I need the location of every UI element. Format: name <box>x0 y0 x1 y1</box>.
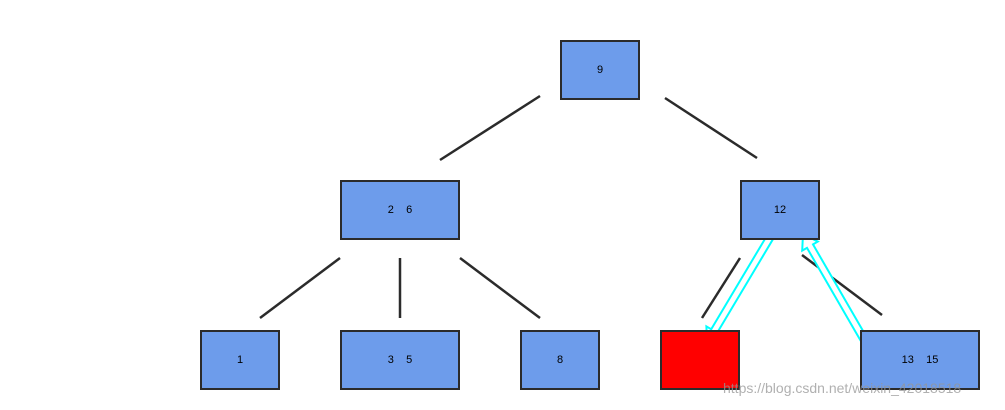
node-label: 8 <box>556 354 564 366</box>
edge-n2-6-n1 <box>259 257 341 319</box>
node-label: 3 5 <box>387 354 413 366</box>
tree-node: 1 <box>200 330 280 390</box>
node-label: 12 <box>773 204 787 216</box>
edge-n2-6-n8 <box>459 257 541 319</box>
watermark: https://blog.csdn.net/weixin_42018518 <box>723 380 962 396</box>
tree-node: 2 6 <box>340 180 460 240</box>
node-label: 2 6 <box>387 204 413 216</box>
node-label: 13 15 <box>901 354 939 366</box>
edge-n12-n-empty <box>700 257 742 319</box>
tree-node: 8 <box>520 330 600 390</box>
tree-edges <box>259 94 883 319</box>
tree-node-highlighted <box>660 330 740 390</box>
node-label: 9 <box>596 64 604 76</box>
node-label: 1 <box>236 354 244 366</box>
edge-n12-n13-15 <box>801 254 883 316</box>
edge-n9-n2-6 <box>439 94 541 162</box>
arrow-n12-to-n-empty <box>705 230 777 345</box>
arrow-n13-15-to-n12 <box>801 232 871 347</box>
tree-node: 9 <box>560 40 640 100</box>
tree-node: 13 15 <box>860 330 980 390</box>
tree-node: 3 5 <box>340 330 460 390</box>
tree-node: 12 <box>740 180 820 240</box>
edge-n9-n12 <box>664 96 758 160</box>
